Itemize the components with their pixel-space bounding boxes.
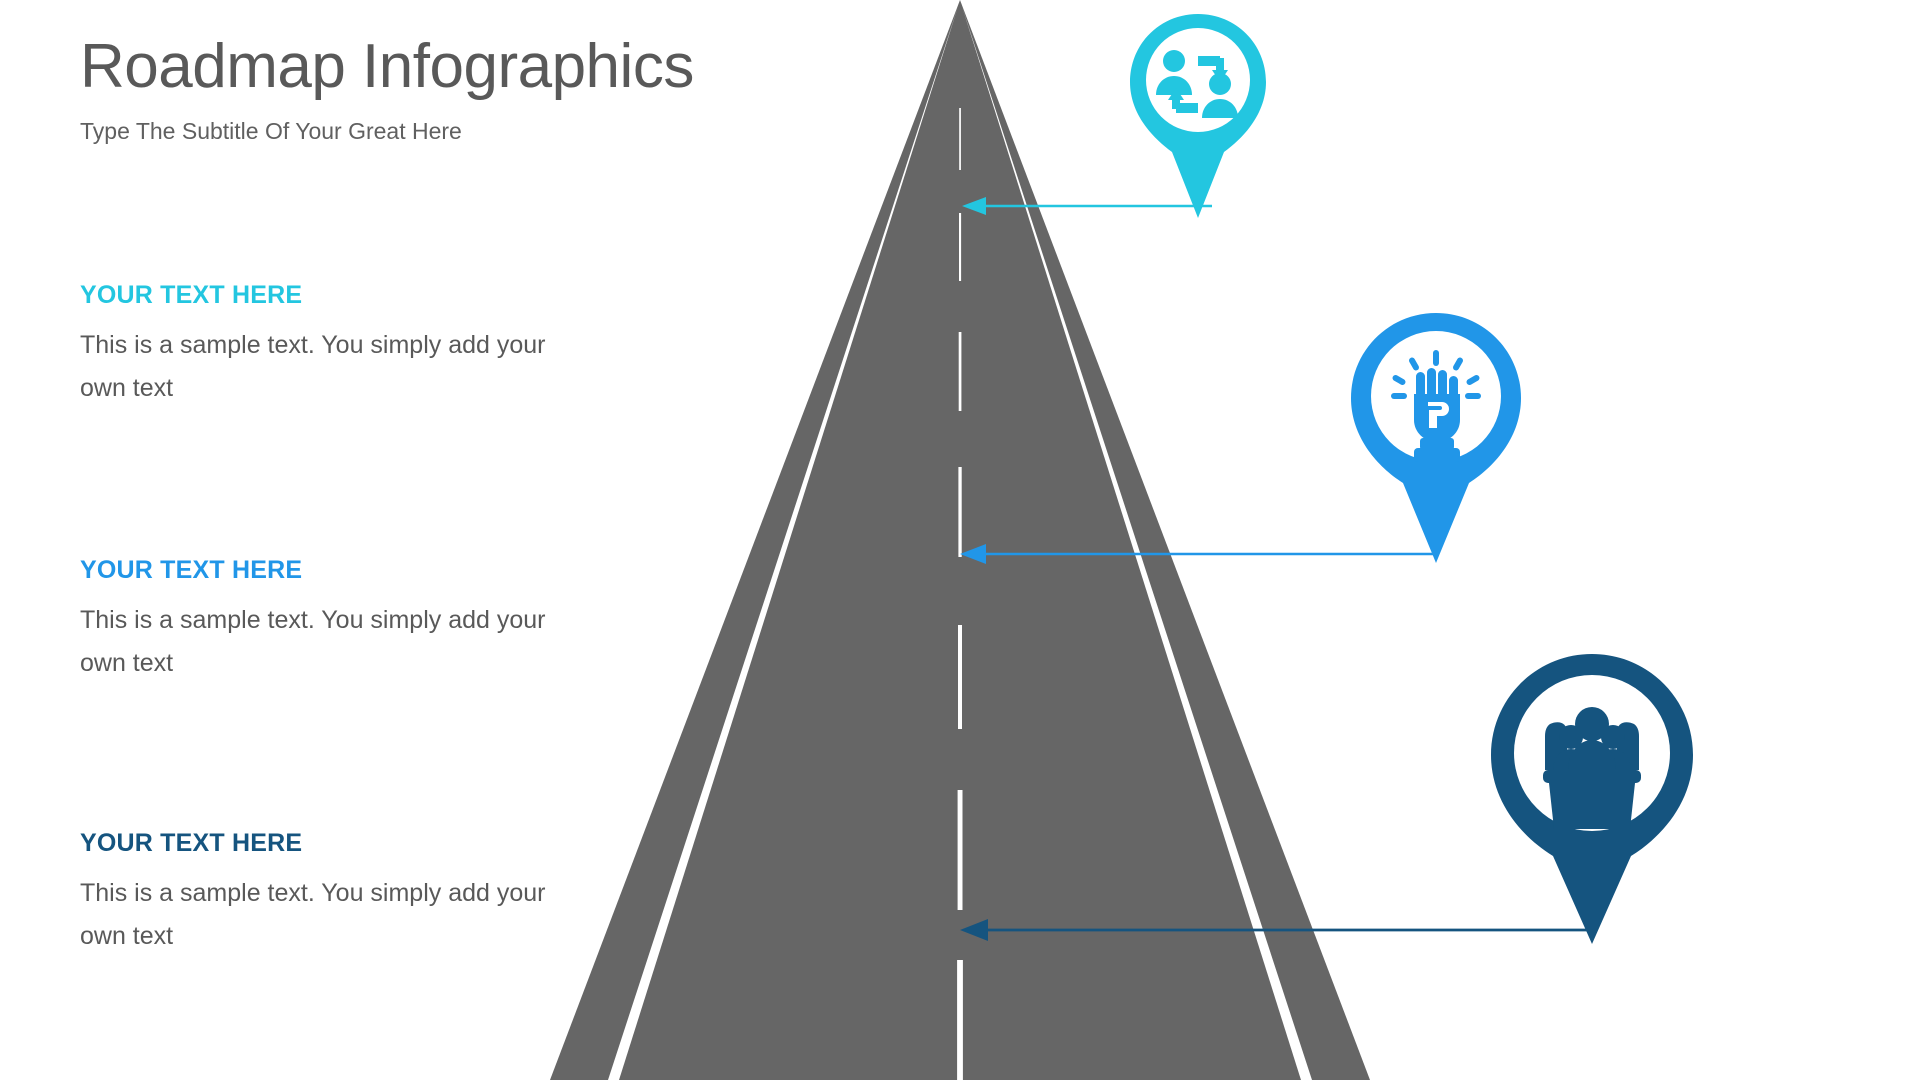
text-block-3-heading: YOUR TEXT HERE: [80, 829, 303, 857]
text-block-2: YOUR TEXT HERE This is a sample text. Yo…: [80, 556, 610, 685]
connector-arrow-2: [958, 542, 1436, 566]
text-block-2-body: This is a sample text. You simply add yo…: [80, 605, 546, 677]
team-podium-icon: [1543, 707, 1641, 829]
header: Roadmap Infographics Type The Subtitle O…: [80, 32, 840, 147]
road-center-dashes: [957, 108, 963, 1080]
road-left-lane-stripe: [608, 6, 959, 1080]
connector-arrow-1: [960, 194, 1212, 218]
connector-arrow-3: [958, 918, 1590, 942]
map-pin-3[interactable]: [1487, 650, 1697, 950]
raised-fist-idea-icon: [1391, 350, 1481, 462]
road-right-lane-stripe: [961, 6, 1312, 1080]
page-subtitle: Type The Subtitle Of Your Great Here: [80, 117, 462, 144]
text-block-1: YOUR TEXT HERE This is a sample text. Yo…: [80, 281, 610, 410]
text-block-3: YOUR TEXT HERE This is a sample text. Yo…: [80, 829, 610, 958]
text-block-2-heading: YOUR TEXT HERE: [80, 556, 303, 584]
text-block-3-body: This is a sample text. You simply add yo…: [80, 878, 546, 950]
text-block-1-body: This is a sample text. You simply add yo…: [80, 330, 546, 402]
map-pin-1[interactable]: [1128, 12, 1268, 224]
page-title: Roadmap Infographics: [80, 32, 694, 101]
text-block-1-heading: YOUR TEXT HERE: [80, 281, 303, 309]
map-pin-2[interactable]: [1348, 310, 1524, 570]
people-exchange-icon: [1156, 50, 1238, 118]
